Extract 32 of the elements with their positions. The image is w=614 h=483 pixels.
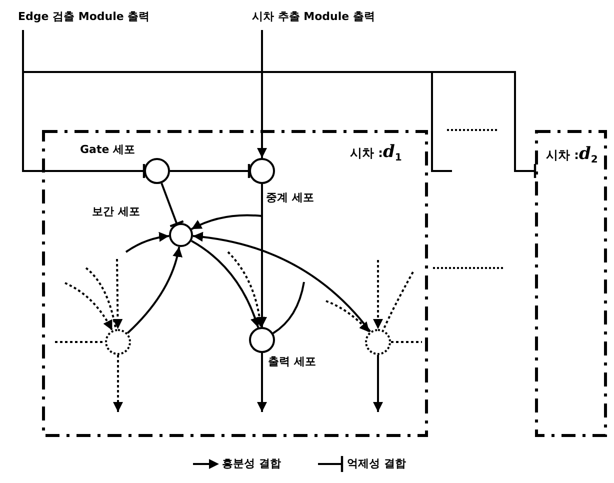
dotted-arrow	[113, 355, 123, 412]
connector-line	[272, 282, 305, 334]
legend-label: 억제성 결합	[347, 457, 406, 471]
arrow	[126, 246, 182, 334]
arrow	[257, 184, 267, 327]
dotted-connector-line	[391, 341, 422, 343]
cell-label: 중계 세포	[266, 191, 314, 205]
disparity-label: 시차 :d$_{2}$	[546, 145, 598, 168]
dotted-arrow	[326, 300, 370, 333]
dotted-arrow	[373, 260, 383, 329]
connector-line	[22, 30, 452, 172]
arrow	[257, 353, 267, 412]
inhibitory-connector	[160, 182, 184, 228]
arrow	[190, 240, 260, 328]
disparity-label: 시차 :d$_{1}$	[350, 143, 402, 166]
dotted-arrow	[64, 282, 114, 331]
dotted-arrow	[112, 258, 123, 330]
module-output-label: Edge 검출 Module 출력	[18, 10, 150, 24]
arrow	[257, 30, 267, 158]
dotted-connector-line	[85, 267, 117, 330]
cell-label: 보간 세포	[92, 205, 140, 219]
dotted-arrow	[227, 251, 264, 328]
cell-label: 출력 세포	[268, 355, 316, 369]
inhibitory-connector	[170, 162, 250, 180]
dotted-connector-line	[382, 272, 414, 331]
arrow	[373, 355, 383, 412]
dotted-connector-line	[55, 341, 105, 343]
cell-label: Gate 세포	[80, 143, 135, 157]
arrow	[192, 232, 371, 332]
module-output-label: 시차 추출 Module 출력	[252, 10, 375, 24]
legend-label: 흥분성 결합	[222, 457, 281, 471]
arrow	[125, 232, 170, 253]
